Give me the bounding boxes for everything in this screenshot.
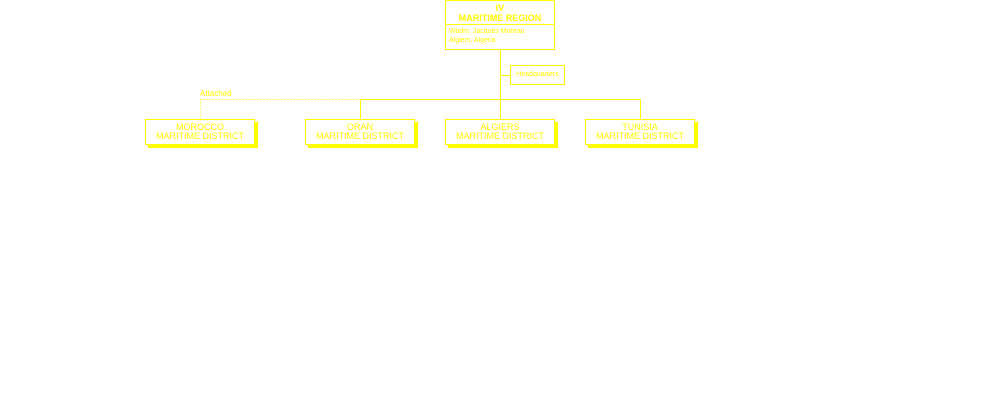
attached-label: Attached bbox=[200, 89, 232, 98]
district-name: TUNISIA bbox=[622, 122, 658, 132]
region-title: IV MARITIME REGION bbox=[446, 1, 554, 25]
region-location: Algiers, Algeria bbox=[449, 37, 496, 44]
region-info: Wadm. Jacques Moreau Algiers, Algeria bbox=[446, 25, 554, 45]
district-name: ALGIERS bbox=[480, 122, 520, 132]
district-morocco[interactable]: MOROCCO MARITIME DISTRICT bbox=[145, 119, 258, 148]
district-type: MARITIME DISTRICT bbox=[456, 131, 544, 141]
region-box[interactable]: IV MARITIME REGION Wadm. Jacques Moreau … bbox=[445, 0, 555, 50]
district-algiers[interactable]: ALGIERS MARITIME DISTRICT bbox=[445, 119, 558, 148]
district-tunisia[interactable]: TUNISIA MARITIME DISTRICT bbox=[585, 119, 698, 148]
district-type: MARITIME DISTRICT bbox=[156, 131, 244, 141]
region-commander: Wadm. Jacques Moreau bbox=[449, 28, 525, 35]
district-name: MOROCCO bbox=[176, 122, 224, 132]
region-numeral: IV bbox=[495, 3, 505, 13]
district-type: MARITIME DISTRICT bbox=[596, 131, 684, 141]
district-type: MARITIME DISTRICT bbox=[316, 131, 404, 141]
region-name: MARITIME REGION bbox=[458, 13, 542, 23]
headquarters-box[interactable]: Headquarters bbox=[510, 65, 565, 85]
district-oran[interactable]: ORAN MARITIME DISTRICT bbox=[305, 119, 418, 148]
district-name: ORAN bbox=[346, 122, 373, 132]
